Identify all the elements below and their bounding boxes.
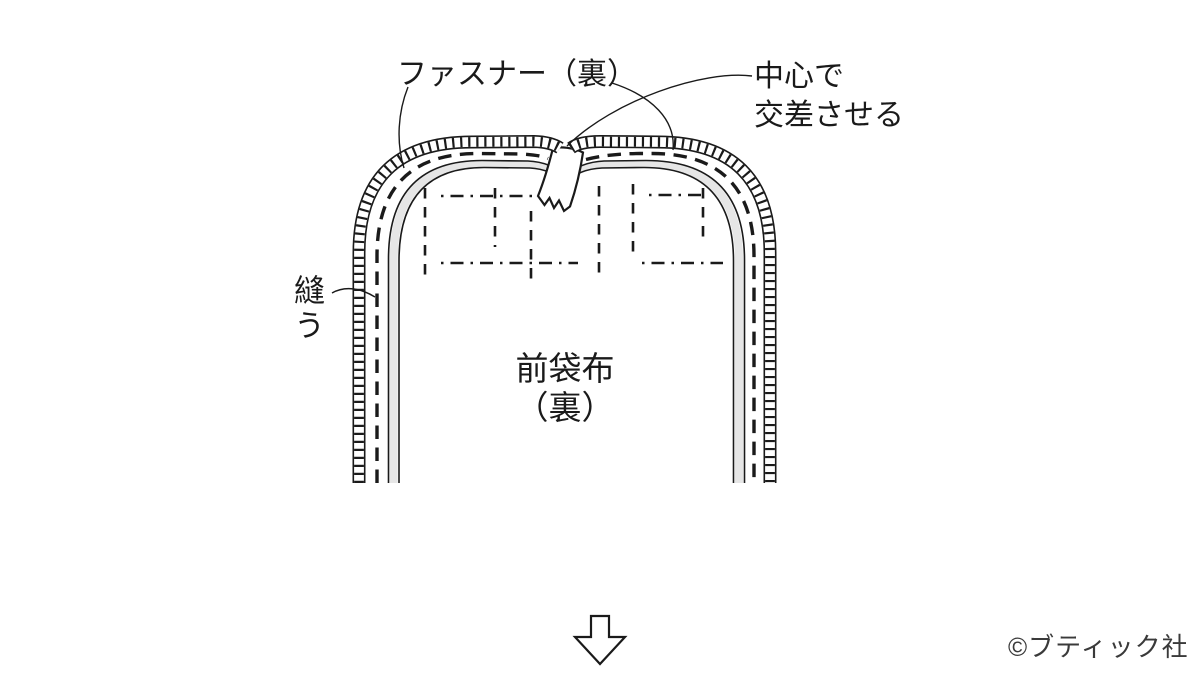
leader-cross-center [566, 74, 753, 147]
copyright-notice: ©ブティック社 [1008, 632, 1189, 662]
leader-sew [331, 287, 376, 298]
leader-lines [331, 74, 753, 298]
cross-center-label-line1: 中心で [754, 60, 844, 93]
stitch-line-left [375, 151, 549, 483]
fabric-seam-gray-band [389, 159, 743, 483]
zipper-teeth-left-rungs [354, 136, 563, 483]
zipper-teeth-right [567, 134, 777, 483]
leader-zipper-left [398, 86, 409, 169]
stitch-line-right [585, 151, 756, 483]
cross-center-label-line2: 交差させる [754, 99, 904, 132]
leader-zipper-right [611, 82, 674, 151]
front-fabric-label-line2: （裏） [515, 389, 615, 426]
sew-label: 縫う [289, 274, 324, 344]
cross-center-label: 中心で 交差させる [754, 57, 904, 135]
zipper-teeth-right-rungs [568, 136, 775, 483]
zipper-tape-end [536, 146, 585, 213]
front-fabric-label-line1: 前袋布 [515, 350, 615, 387]
front-fabric-label: 前袋布 （裏） [465, 349, 665, 427]
zipper-teeth-left [352, 134, 564, 483]
fabric-edge-inner-line [398, 166, 735, 483]
zipper-label: ファスナー（裏） [397, 58, 637, 91]
down-arrow-icon [572, 614, 628, 666]
hidden-tape-outline-dashes [423, 184, 723, 283]
